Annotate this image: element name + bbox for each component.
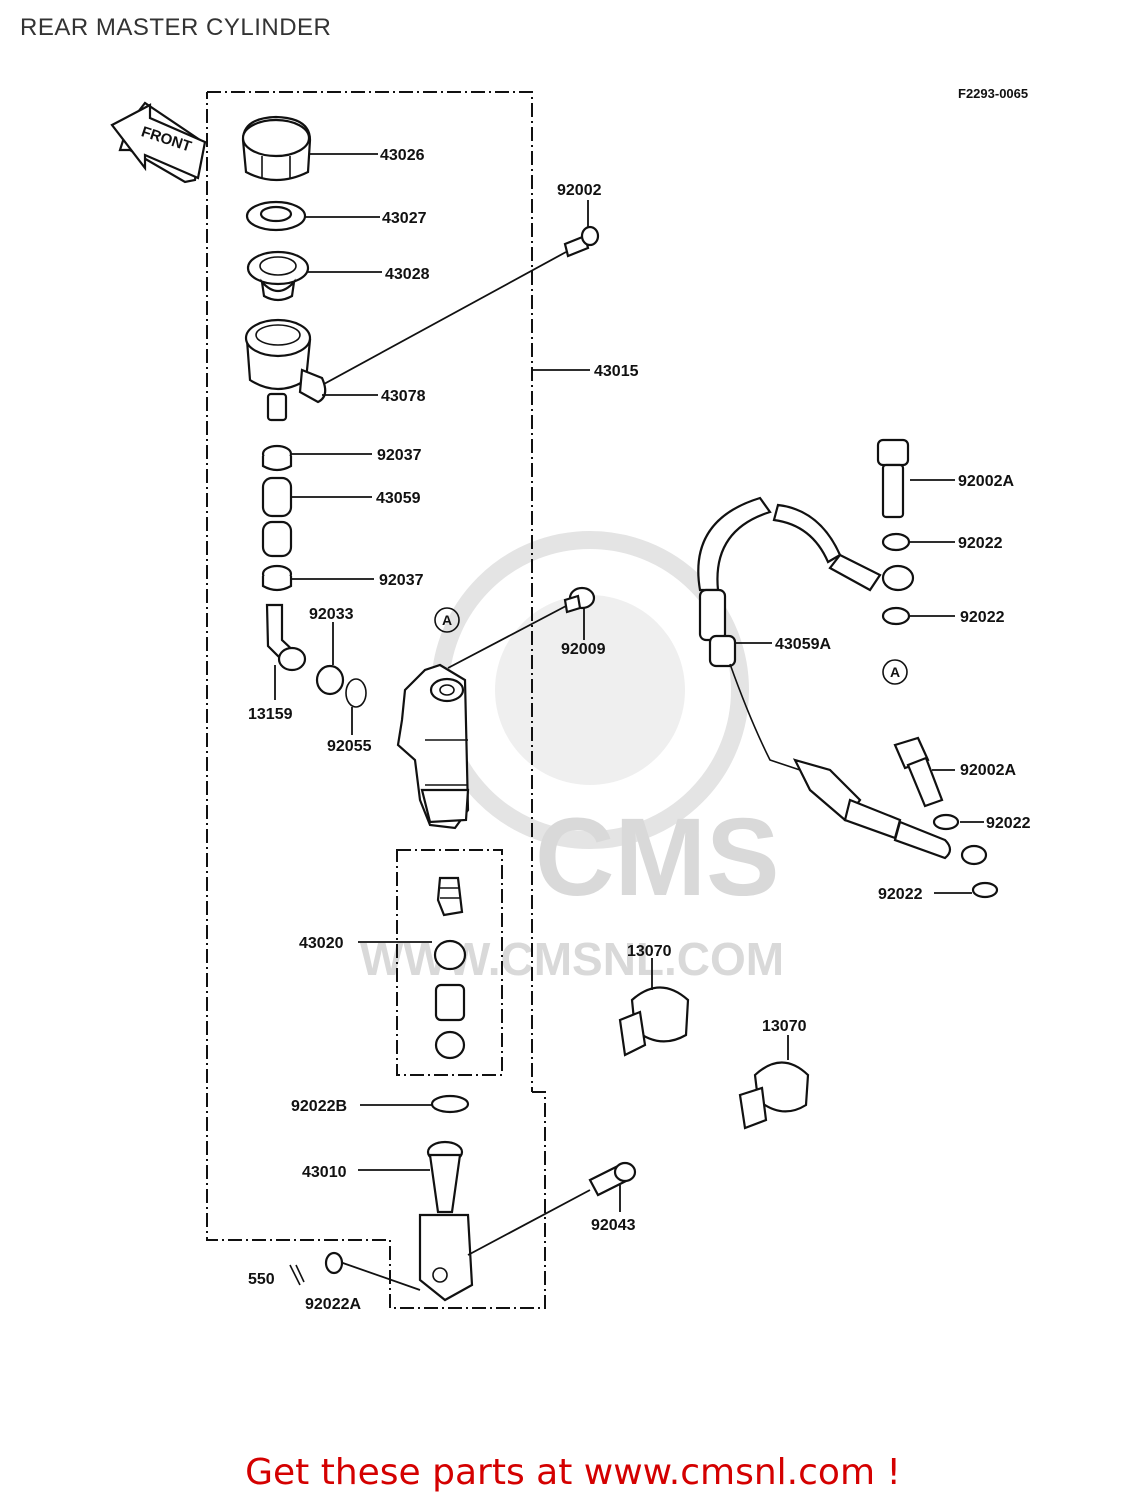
label-92002a-upper: 92002A bbox=[958, 473, 1014, 490]
buy-parts-link[interactable]: Get these parts at www.cmsnl.com ! bbox=[245, 1452, 901, 1493]
label-92022-4: 92022 bbox=[878, 886, 923, 903]
label-92002: 92002 bbox=[557, 182, 602, 199]
watermark: CMS WWW.CMSNL.COM bbox=[360, 531, 784, 985]
watermark-brand: CMS bbox=[535, 796, 779, 919]
page-title: REAR MASTER CYLINDER bbox=[20, 14, 332, 41]
reservoir-cap bbox=[241, 115, 312, 182]
label-13070-a: 13070 bbox=[627, 943, 672, 960]
label-92033: 92033 bbox=[309, 606, 354, 623]
label-43028: 43028 bbox=[385, 266, 430, 283]
reservoir-diaphragm-plate bbox=[245, 200, 307, 232]
label-13070-b: 13070 bbox=[762, 1018, 807, 1035]
assembly-frame bbox=[207, 91, 533, 1092]
hose-clamp-lower bbox=[261, 564, 293, 592]
reservoir-diaphragm bbox=[246, 250, 310, 302]
label-92055: 92055 bbox=[327, 738, 372, 755]
label-92037-upper: 92037 bbox=[377, 447, 422, 464]
figure-ref: F2293-0065 bbox=[958, 86, 1028, 101]
screw-92009 bbox=[563, 586, 596, 614]
label-92043: 92043 bbox=[591, 1217, 636, 1234]
label-92022-3: 92022 bbox=[986, 815, 1031, 832]
label-43027: 43027 bbox=[382, 210, 427, 227]
label-92022-1: 92022 bbox=[958, 535, 1003, 552]
hose-clamp-upper bbox=[261, 444, 293, 472]
label-550: 550 bbox=[248, 1271, 275, 1288]
ref-marker-a-right: A bbox=[890, 664, 900, 680]
label-92037-lower: 92037 bbox=[379, 572, 424, 589]
reservoir-tank bbox=[244, 318, 327, 422]
label-92022b: 92022B bbox=[291, 1098, 347, 1115]
piston-kit-parts bbox=[433, 876, 467, 1060]
label-92002a-lower: 92002A bbox=[960, 762, 1016, 779]
hose-fitting bbox=[265, 603, 367, 708]
label-92009: 92009 bbox=[561, 641, 606, 658]
reservoir-hose bbox=[261, 476, 293, 558]
label-43020: 43020 bbox=[299, 935, 344, 952]
screw-92002 bbox=[563, 225, 600, 258]
banjo-bolt-lower bbox=[893, 736, 944, 808]
washer-92022-3 bbox=[932, 813, 960, 831]
label-92022a: 92022A bbox=[305, 1296, 361, 1313]
label-43010: 43010 bbox=[302, 1164, 347, 1181]
banjo-bolt-upper bbox=[876, 438, 910, 519]
washer-92022-2 bbox=[881, 606, 911, 626]
washer-92022-4 bbox=[971, 881, 999, 899]
cotter-pin-550 bbox=[289, 1264, 305, 1286]
watermark-url: WWW.CMSNL.COM bbox=[360, 933, 784, 985]
washer-92022-1 bbox=[881, 532, 911, 552]
label-43015: 43015 bbox=[594, 363, 639, 380]
pushrod-assembly bbox=[418, 1140, 474, 1302]
washer-92022a bbox=[324, 1251, 344, 1275]
part-labels: 43026 43027 43028 43078 92002 43015 9203… bbox=[248, 147, 1031, 1313]
label-43059a: 43059A bbox=[775, 636, 831, 653]
leader-lines bbox=[274, 153, 984, 1212]
label-92022-2: 92022 bbox=[960, 609, 1005, 626]
label-13159: 13159 bbox=[248, 706, 293, 723]
brake-hose bbox=[697, 496, 988, 866]
label-43026: 43026 bbox=[380, 147, 425, 164]
circlip-92022b bbox=[430, 1094, 470, 1114]
label-43059: 43059 bbox=[376, 490, 421, 507]
piston-kit-frame bbox=[396, 849, 503, 1076]
hose-clamp-13070-b bbox=[738, 1061, 810, 1130]
pin-92043 bbox=[588, 1161, 637, 1197]
front-arrow-icon: FRONT bbox=[110, 101, 207, 184]
ref-marker-a-left: A bbox=[442, 612, 452, 628]
hose-clamp-13070-a bbox=[618, 986, 690, 1057]
master-cylinder-body bbox=[396, 663, 470, 830]
label-43078: 43078 bbox=[381, 388, 426, 405]
